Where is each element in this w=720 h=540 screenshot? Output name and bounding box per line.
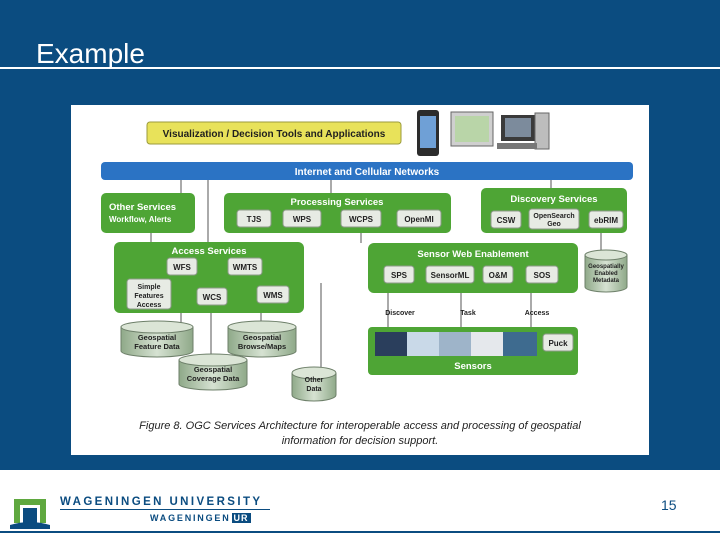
network-bar-label: Internet and Cellular Networks [295,167,440,178]
processing-services-box [224,193,451,233]
metadata-label-2: Enabled [594,271,618,277]
ebrim-box [588,210,624,229]
other-services-box [101,193,195,233]
network-bar [101,162,633,180]
data-store-coverage: Geospatial Coverage Data [178,353,248,391]
ebrim-label: ebRIM [594,216,618,225]
wfs-box [166,257,198,276]
metadata-label-1: Geospatially [588,264,624,270]
access-services-title: Access Services [171,246,246,257]
data-store-browse: Geospatial Browse/Maps [227,320,297,358]
satellite-image [407,332,439,356]
browse-maps-line2: Browse/Maps [238,342,286,351]
wps-label: WPS [293,215,312,224]
wmts-box [227,257,263,276]
discover-link-label: Discover [385,310,415,317]
coverage-data-line1: Geospatial [194,365,232,374]
sensorml-box [425,265,475,284]
simple-label: Simple [138,284,161,291]
rocket-image [375,332,407,356]
other-data-line2: Data [306,386,321,393]
sensorml-label: SensorML [431,271,470,280]
map-screen-inner [455,116,489,142]
logo-university-text: WAGENINGEN UNIVERSITY [60,496,263,508]
wcs-label: WCS [203,293,222,302]
figure-caption-line2: information for decision support. [282,435,439,447]
geo-label: Geo [547,221,561,228]
opensearch-geo-box [528,208,580,230]
csw-label: CSW [497,216,516,225]
sos-box [525,265,559,284]
wfs-label: WFS [173,263,191,272]
figure-caption-line1: Figure 8. OGC Services Architecture for … [139,420,581,432]
wcps-box [340,209,382,228]
task-link-label: Task [460,310,476,317]
puck-box [542,333,574,352]
openmi-box [396,209,442,228]
features-label: Features [134,293,163,300]
data-store-feature: Geospatial Feature Data [120,320,194,358]
footer [0,470,720,540]
access-label: Access [137,302,162,309]
phone-screen [420,116,436,148]
ogc-architecture-diagram: Visualization / Decision Tools and Appli… [101,110,633,447]
sps-label: SPS [391,271,408,280]
top-banner-label: Visualization / Decision Tools and Appli… [163,129,386,140]
top-banner-box [146,121,402,145]
wcps-label: WCPS [349,215,374,224]
sensor-web-enablement-title: Sensor Web Enablement [417,249,529,260]
feature-data-line2: Feature Data [134,342,180,351]
feature-data-line1: Geospatial [138,333,176,342]
logo-wur-word: WAGENINGEN [150,513,231,523]
wmts-label: WMTS [233,263,258,272]
sos-label: SOS [534,271,552,280]
logo-ur-box: UR [231,513,251,523]
data-store-other: Other Data [291,366,337,402]
processing-services-title: Processing Services [291,197,384,208]
opensearch-label: OpenSearch [533,213,574,220]
wcs-box [196,287,228,306]
balloon-image [439,332,471,356]
sensors-title: Sensors [454,361,492,372]
sensor-images [375,332,537,356]
footer-rule [0,531,720,533]
wps-box [282,209,322,228]
browse-maps-line1: Geospatial [243,333,281,342]
weather-station-image [471,332,503,356]
tjs-box [236,209,272,228]
figure-panel: Visualization / Decision Tools and Appli… [71,105,649,455]
other-services-title: Other Services [109,202,176,213]
tjs-label: TJS [247,215,262,224]
computer-tower-icon [534,112,550,150]
title-rule [0,67,720,69]
logo-rule [60,509,270,510]
slide-title: Example [36,38,145,69]
discovery-services-title: Discovery Services [510,194,597,205]
wms-box [256,285,290,304]
monitor-screen [505,118,531,137]
metadata-cylinder-top [584,249,628,261]
metadata-label-3: Metadata [593,278,620,284]
other-services-subtitle: Workflow, Alerts [109,215,172,224]
device-icons [417,110,550,156]
access-link-label: Access [525,310,550,317]
wageningen-logo-icon [10,499,50,529]
other-data-line1: Other [305,377,324,384]
om-box [482,265,514,284]
sps-box [383,265,415,284]
page-number: 15 [661,497,677,513]
wms-label: WMS [263,291,283,300]
keyboard-icon [497,143,537,149]
openmi-label: OpenMI [404,215,433,224]
metadata-cylinder-body [584,255,628,293]
csw-box [490,210,522,229]
om-label: O&M [489,271,508,280]
puck-label: Puck [548,339,568,348]
simple-features-access-box [126,278,172,310]
coverage-data-line2: Coverage Data [187,374,240,383]
buoy-image [503,332,537,356]
